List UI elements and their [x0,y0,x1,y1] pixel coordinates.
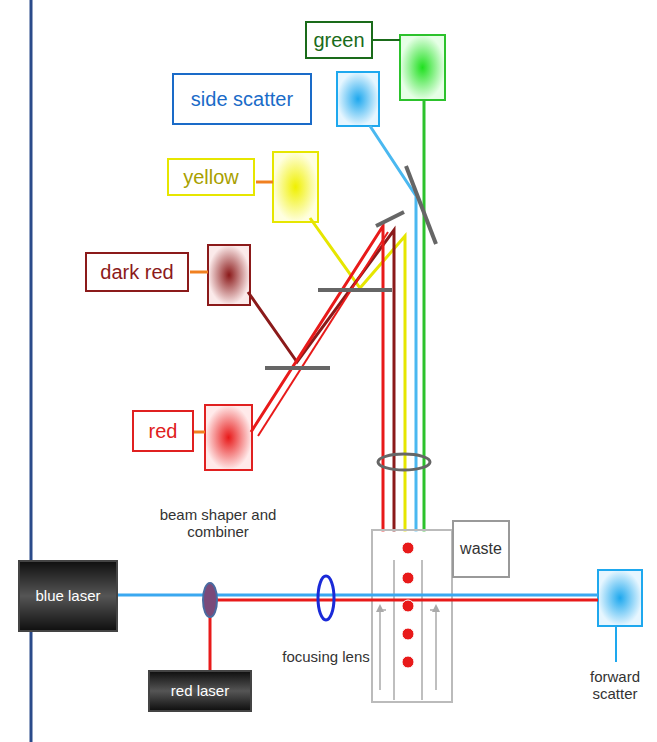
mirror [376,212,404,226]
leader-line [256,181,273,184]
detector-label: green [305,21,373,59]
node-text: yellow [183,166,239,189]
cell [402,600,414,612]
leader-line [615,626,617,662]
part-label: forward scatter [577,668,653,703]
node-text: red [149,420,178,443]
cell [402,656,414,668]
dark-red-beam [248,230,394,532]
dichroic-mirror [406,166,436,244]
part-label: focusing lens [281,648,371,665]
node-text: waste [460,540,502,558]
dichroic-mirror [318,288,392,292]
focusing-lens [318,576,334,620]
leader-line [194,431,205,434]
leader-line [190,271,208,274]
yellow-detector [273,152,318,222]
waste-box: waste [452,520,510,578]
flow-channel [421,560,423,700]
cell [402,572,414,584]
red-detector [205,405,252,470]
node-text: red laser [171,682,229,699]
part-label: beam shaper and combiner [153,506,283,541]
cells [402,542,414,668]
flow-arrowhead [376,604,384,612]
node-text: dark red [100,261,173,284]
flow-cell [372,530,452,702]
node-text: side scatter [191,88,293,111]
green-detector [400,35,445,100]
cell [402,628,414,640]
side-scatter-detector [337,72,379,126]
flow-channel [393,560,395,700]
laser-box: blue laser [18,560,118,632]
red-beam [258,232,388,436]
node-text: green [313,29,364,52]
collection-lens [378,454,430,470]
detector-label: red [132,410,194,452]
detector-label: yellow [167,158,255,196]
flow-arrowhead [432,604,440,612]
sheath-flow [430,610,436,690]
node-text: blue laser [35,587,100,604]
detector-label: dark red [85,252,189,292]
detector-label: side scatter [172,73,312,125]
dark-red-detector [208,245,250,305]
forward-scatter-detector [598,570,642,626]
sheath-flow [380,610,386,690]
beam-combiner [203,583,217,617]
cell [402,542,414,554]
leader-line [371,39,400,41]
laser-box: red laser [148,670,252,712]
dichroic-mirror [265,366,330,370]
blue-laser-beam [118,594,598,597]
